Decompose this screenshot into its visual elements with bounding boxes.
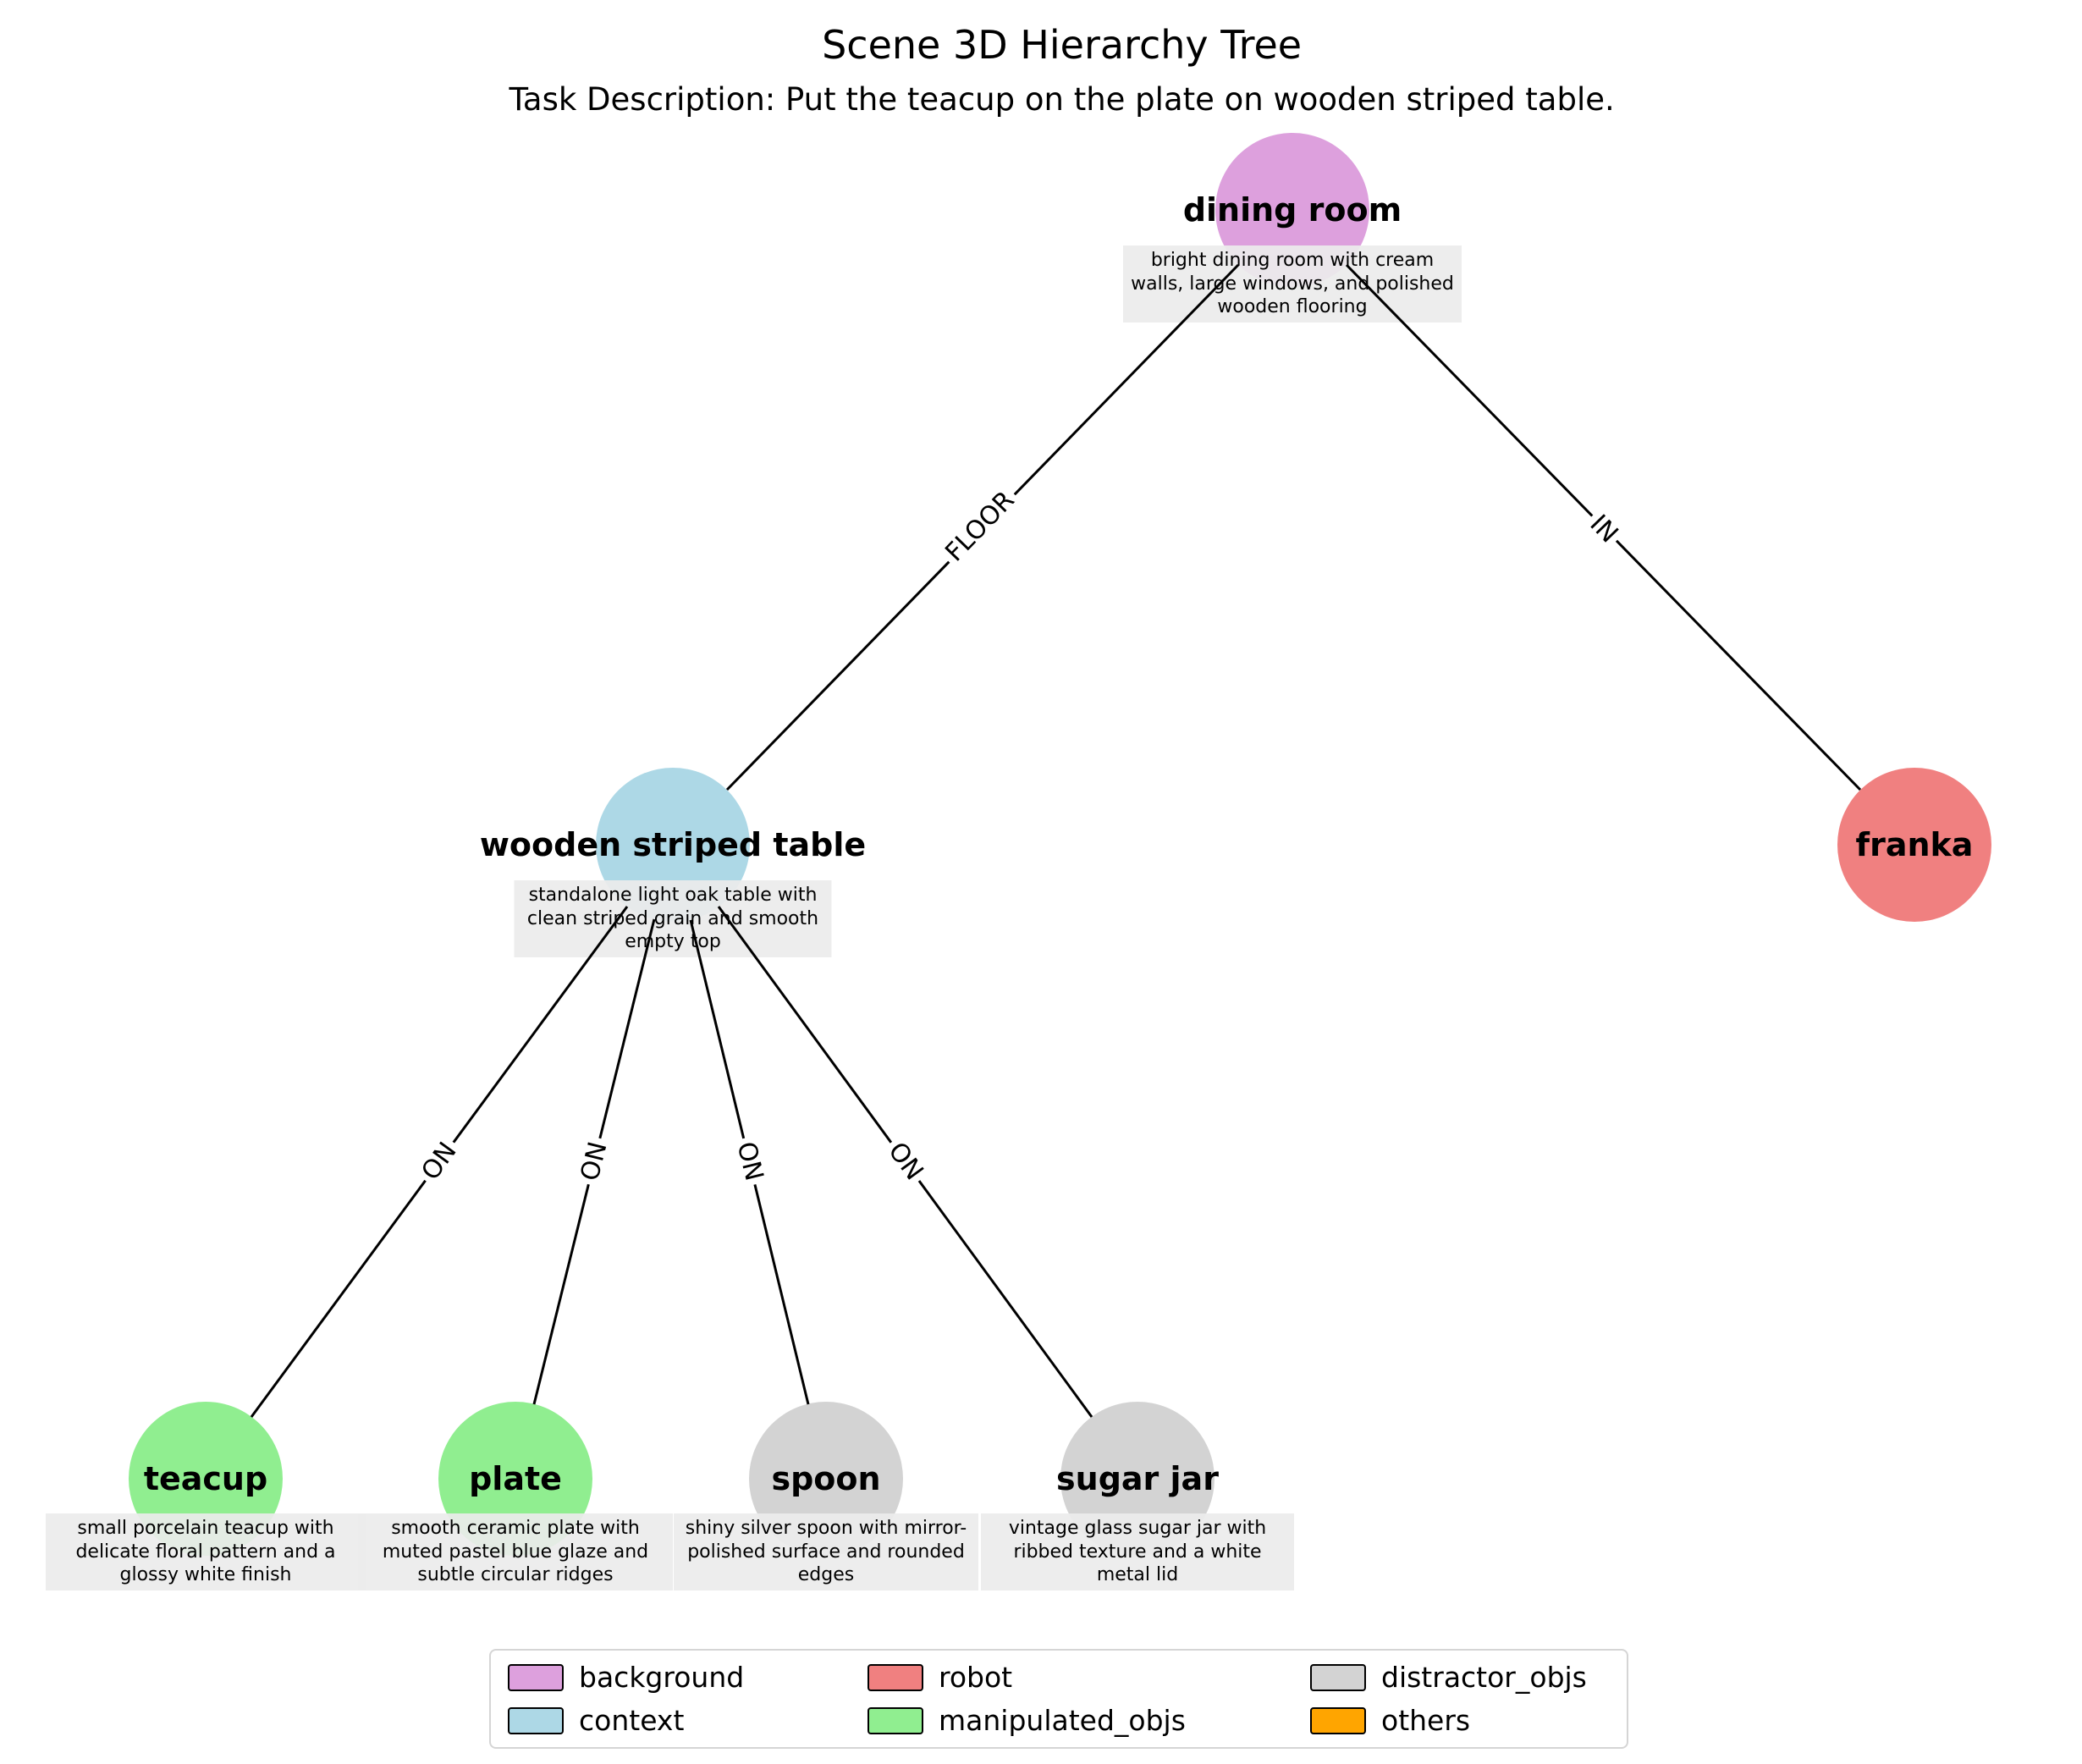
legend-swatch-others bbox=[1310, 1706, 1366, 1734]
node-teacup-description: small porcelain teacup with delicate flo… bbox=[46, 1513, 366, 1590]
node-spoon-description: shiny silver spoon with mirror-polished … bbox=[674, 1513, 978, 1590]
node-plate-label: plate bbox=[469, 1460, 562, 1497]
node-wooden-striped-table-label: wooden striped table bbox=[479, 826, 867, 863]
node-franka-circle bbox=[1837, 768, 1991, 922]
legend-item-background: background bbox=[508, 1661, 868, 1694]
legend-swatch-context bbox=[508, 1706, 564, 1734]
node-sugar-jar-description: vintage glass sugar jar with ribbed text… bbox=[981, 1513, 1294, 1590]
legend-label-background: background bbox=[579, 1661, 745, 1694]
legend-swatch-robot bbox=[868, 1663, 923, 1691]
edge-label-on-teacup: ON bbox=[413, 1133, 465, 1189]
legend-label-distractor-objs: distractor_objs bbox=[1381, 1661, 1587, 1694]
page-title: Scene 3D Hierarchy Tree bbox=[822, 22, 1303, 68]
edge-label-on-spoon: ON bbox=[730, 1134, 770, 1188]
edge-label-in: IN bbox=[1581, 505, 1627, 553]
node-dining-room-description: bright dining room with cream walls, lar… bbox=[1123, 245, 1462, 322]
legend-item-robot: robot bbox=[868, 1661, 1310, 1694]
node-spoon-label: spoon bbox=[771, 1460, 881, 1497]
legend-item-context: context bbox=[508, 1704, 868, 1737]
legend: background robot distractor_objs context… bbox=[489, 1649, 1628, 1749]
node-plate-description: smooth ceramic plate with muted pastel b… bbox=[358, 1513, 673, 1590]
legend-label-manipulated-objs: manipulated_objs bbox=[939, 1704, 1186, 1737]
legend-item-manipulated-objs: manipulated_objs bbox=[868, 1704, 1310, 1737]
node-franka-label: franka bbox=[1855, 826, 1974, 863]
edge-label-floor: FLOOR bbox=[936, 482, 1024, 571]
legend-item-others: others bbox=[1310, 1704, 1610, 1737]
legend-label-others: others bbox=[1381, 1704, 1471, 1737]
legend-item-distractor-objs: distractor_objs bbox=[1310, 1661, 1610, 1694]
legend-label-robot: robot bbox=[939, 1661, 1013, 1694]
edge-label-on-sugar-jar: ON bbox=[879, 1133, 932, 1189]
legend-label-context: context bbox=[579, 1704, 685, 1737]
task-description: Task Description: Put the teacup on the … bbox=[509, 81, 1615, 118]
edge-label-on-plate: ON bbox=[574, 1134, 614, 1188]
node-wooden-striped-table-description: standalone light oak table with clean st… bbox=[514, 880, 832, 957]
node-sugar-jar-label: sugar jar bbox=[1056, 1460, 1219, 1497]
legend-swatch-distractor-objs bbox=[1310, 1663, 1366, 1691]
legend-swatch-background bbox=[508, 1663, 564, 1691]
legend-swatch-manipulated-objs bbox=[868, 1706, 923, 1734]
node-dining-room-label: dining room bbox=[1182, 191, 1402, 229]
node-teacup-label: teacup bbox=[143, 1460, 268, 1497]
